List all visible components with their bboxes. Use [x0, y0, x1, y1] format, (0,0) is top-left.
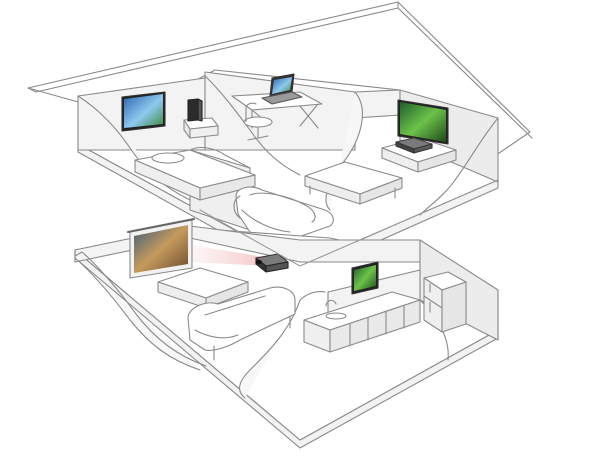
home-theater [157, 244, 296, 361]
game-console [187, 98, 203, 122]
kitchen [303, 269, 467, 353]
bedroom [134, 117, 256, 201]
kitchen-tv [351, 261, 379, 295]
projection-screen [127, 218, 195, 279]
projector [255, 253, 289, 273]
set-top-box [395, 137, 433, 154]
tv-bedroom [121, 91, 166, 132]
floor-edge [199, 179, 499, 267]
laptop [261, 73, 303, 105]
tv-living-room [397, 99, 449, 145]
